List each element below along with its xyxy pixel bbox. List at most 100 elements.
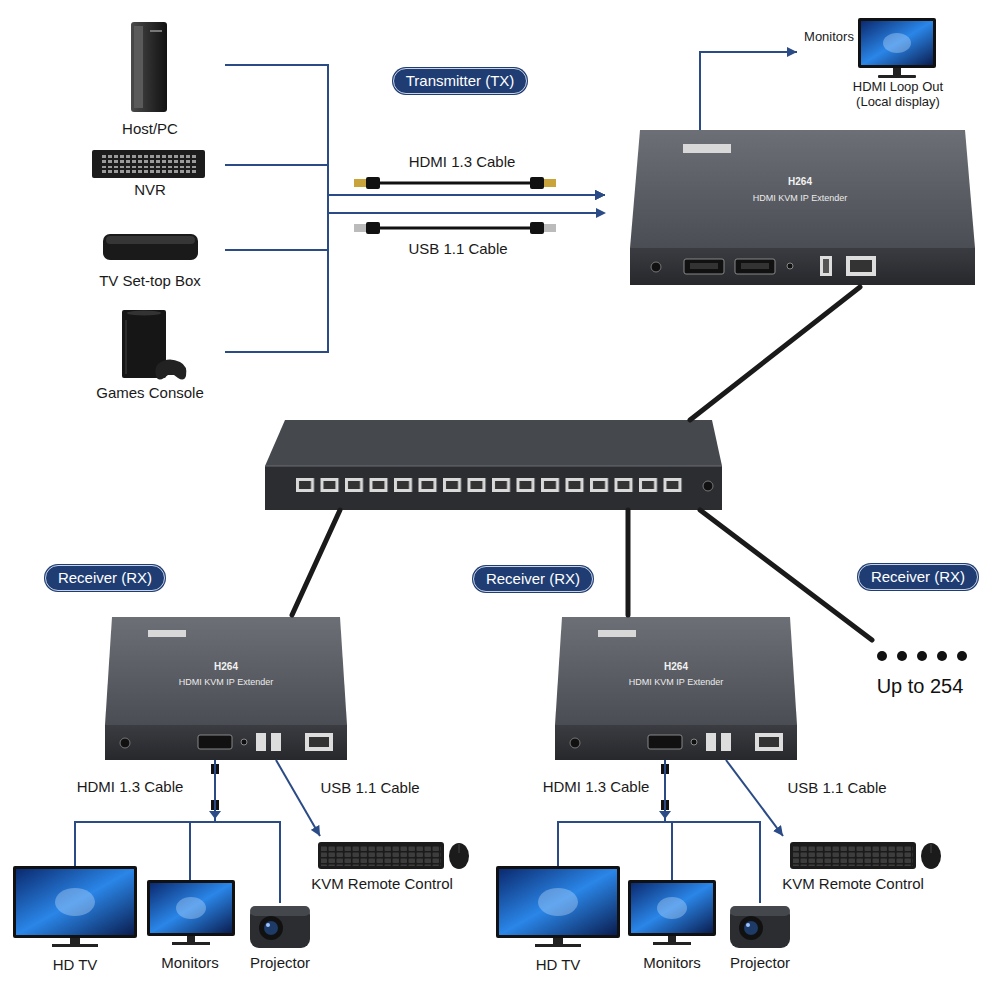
input-bus (596, 208, 606, 218)
more-receivers: Up to 254 (862, 640, 990, 702)
monitor-icon (150, 883, 232, 933)
receiver-device (148, 630, 186, 637)
host-pc-icon (134, 26, 143, 108)
keyboard-mouse-icon (321, 845, 441, 866)
tv-icon (535, 944, 581, 947)
usb-cable-icon (530, 222, 544, 234)
transmitter-device (820, 256, 832, 276)
more-dots (877, 651, 967, 661)
receiver-device (648, 735, 682, 749)
source-device: NVR (75, 145, 225, 200)
set-top-box-icon (103, 234, 198, 260)
node-label: KVM Remote Control (782, 875, 924, 892)
hdmi-cable-icon (378, 182, 532, 185)
receiver-device (105, 617, 347, 760)
nvr-icon (100, 155, 197, 163)
monitor-icon (628, 880, 716, 945)
hdmi-cable-icon (366, 177, 380, 189)
node-label: HD TV (53, 956, 98, 973)
display-device: HD TV (493, 866, 623, 978)
monitor-icon (631, 883, 713, 933)
transmitter-device (741, 263, 769, 269)
tv-icon (496, 866, 620, 947)
signal-line (190, 760, 215, 880)
keyboard-mouse-icon (931, 844, 932, 853)
network-switch-device (265, 466, 722, 467)
node-label: Projector (250, 954, 310, 971)
monitor-icon (657, 897, 687, 919)
games-console-icon (125, 320, 127, 374)
network-switch-device (265, 420, 722, 466)
receiver-device (759, 737, 779, 747)
role-badge: Transmitter (TX) (393, 68, 528, 93)
monitor-icon (653, 942, 691, 945)
display-device: Monitors (622, 880, 722, 975)
games-console-icon (155, 359, 186, 379)
projector-icon (730, 906, 790, 916)
transmitter-device (630, 248, 975, 285)
node-label: HDMI KVM IP Extender (629, 677, 723, 687)
transmitter-device (823, 259, 829, 273)
more-dots (957, 651, 967, 661)
node-label: Games Console (96, 384, 204, 401)
monitor-icon (858, 18, 936, 78)
transmitter-device (630, 130, 975, 248)
transmitter-device (846, 256, 876, 276)
monitor-icon (628, 880, 716, 936)
projector-icon (730, 906, 790, 948)
transmitter-device (630, 130, 975, 285)
tv-icon (499, 869, 617, 935)
more-dots (877, 651, 887, 661)
display-device: Monitors (140, 880, 240, 975)
signal-line (75, 760, 215, 866)
network-switch-device (703, 481, 713, 491)
monitor-icon (878, 75, 916, 78)
badge-text: Receiver (RX) (58, 569, 152, 586)
transmitter-device (683, 144, 731, 153)
set-top-box-icon (103, 234, 198, 260)
input-bus (328, 212, 596, 214)
signal-line (225, 65, 605, 195)
usb-cable-icon (366, 222, 380, 234)
tv-icon (496, 866, 620, 938)
hdmi-plug (209, 764, 671, 819)
display-device: HD TV (10, 866, 140, 978)
node-label: Monitors (804, 30, 854, 45)
receiver-device (256, 733, 266, 751)
transmitter-box: H264HDMI KVM IP Extender (605, 130, 977, 287)
projector-icon (264, 921, 278, 935)
hdmi-cable-icon (354, 177, 556, 189)
hdmi-cable-icon (354, 179, 366, 187)
signal-line (215, 760, 280, 903)
tv-icon (538, 888, 578, 916)
receiver-device (309, 737, 329, 747)
monitor-icon (172, 942, 210, 945)
receiver-device (691, 739, 697, 745)
transmitter-device (651, 262, 661, 272)
display-device: Projector (722, 903, 798, 975)
signal-line (558, 760, 665, 866)
more-dots (897, 651, 907, 661)
tv-icon (13, 866, 137, 938)
keyboard-mouse-icon (790, 842, 916, 869)
receiver-device (105, 725, 347, 760)
cable-label: USB 1.1 Cable (320, 779, 419, 796)
display-device: Projector (242, 903, 318, 975)
receiver-device (598, 630, 636, 637)
badge-text: Receiver (RX) (871, 568, 965, 585)
monitor-icon (858, 18, 936, 68)
source-device: Games Console (75, 305, 225, 403)
tv-icon (52, 944, 98, 947)
signal-line (726, 760, 783, 836)
host-pc-icon (131, 22, 167, 112)
cable-label: USB 1.1 Cable (787, 779, 886, 796)
keyboard-mouse-icon (921, 843, 941, 869)
receiver-device (271, 733, 281, 751)
hdmi-cable-icon (530, 177, 544, 189)
display-device: MonitorsHDMI Loop Out (Local display) (797, 18, 987, 113)
projector-icon (250, 906, 310, 948)
keyboard-mouse-icon (459, 844, 460, 853)
transmitter-device (850, 260, 872, 272)
source-device: TV Set-top Box (75, 225, 225, 291)
